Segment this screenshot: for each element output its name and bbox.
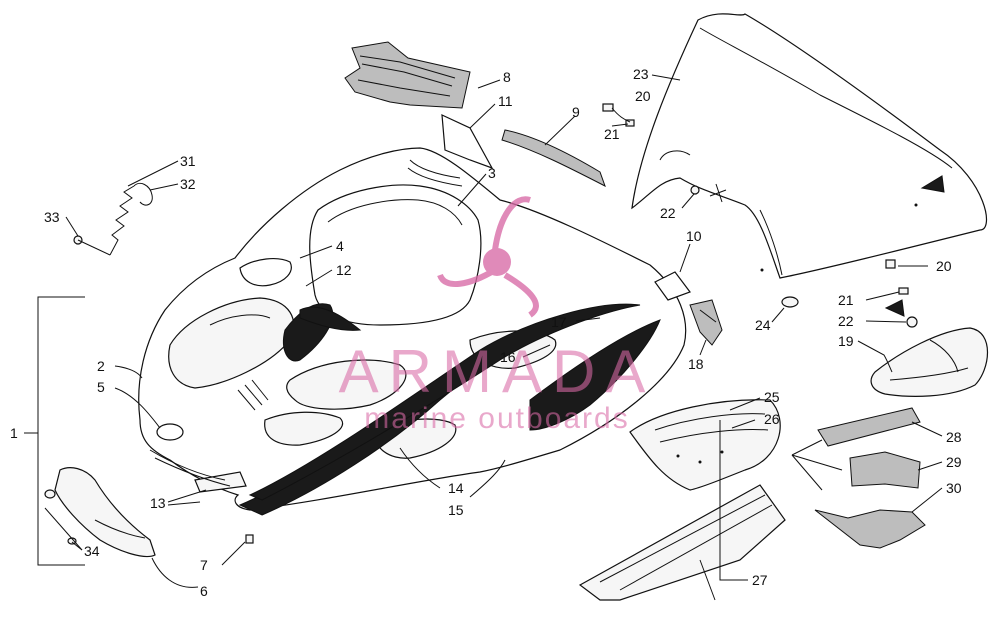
callout-31: 31 <box>180 153 196 169</box>
callout-20-windshield: 20 <box>635 88 651 104</box>
screw <box>245 534 254 544</box>
callout-15: 15 <box>448 502 464 518</box>
callout-13: 13 <box>150 495 166 511</box>
panel-10 <box>654 271 691 301</box>
floor-panel <box>578 484 786 601</box>
spring-assembly <box>73 182 153 256</box>
callout-12: 12 <box>336 262 352 278</box>
callout-10: 10 <box>686 228 702 244</box>
panel-11 <box>441 114 494 170</box>
callout-17: 17 <box>551 314 567 330</box>
hardware-right <box>884 259 918 328</box>
side-cover <box>870 327 989 397</box>
panel-29 <box>849 451 921 489</box>
callout-1: 1 <box>10 425 18 441</box>
callout-32: 32 <box>180 176 196 192</box>
callout-labels: 1 2 3 4 5 6 7 8 9 10 11 12 13 14 15 16 1… <box>10 66 962 599</box>
callout-29: 29 <box>946 454 962 470</box>
watermark-brand: ARMADA <box>339 338 656 405</box>
leader-lines <box>24 74 943 588</box>
callout-14: 14 <box>448 480 464 496</box>
callout-22-windshield: 22 <box>660 205 676 221</box>
callout-4: 4 <box>336 238 344 254</box>
propeller-logo-icon <box>437 196 539 318</box>
callout-19: 19 <box>838 333 854 349</box>
hardware-windshield <box>602 103 727 203</box>
callout-26: 26 <box>764 411 780 427</box>
callout-7: 7 <box>200 557 208 573</box>
callout-8: 8 <box>503 69 511 85</box>
callout-22-side: 22 <box>838 313 854 329</box>
callout-27: 27 <box>752 572 768 588</box>
windshield <box>631 13 988 279</box>
callout-11: 11 <box>498 93 513 109</box>
panel-30 <box>814 509 926 549</box>
tray <box>629 399 781 491</box>
watermark-tagline: marine outboards <box>364 402 629 435</box>
clip-18 <box>689 299 723 346</box>
callout-2: 2 <box>97 358 105 374</box>
watermark: ARMADA marine outboards <box>339 196 656 435</box>
vent-strip <box>501 129 606 188</box>
callout-21-side: 21 <box>838 292 854 308</box>
hood-top-panel <box>344 41 471 109</box>
callout-33: 33 <box>44 209 60 225</box>
hood <box>138 147 687 516</box>
callout-30: 30 <box>946 480 962 496</box>
callout-9: 9 <box>572 104 580 120</box>
callout-3: 3 <box>488 165 496 181</box>
callout-28: 28 <box>946 429 962 445</box>
callout-24: 24 <box>755 317 771 333</box>
callout-20-side: 20 <box>936 258 952 274</box>
callout-21-windshield: 21 <box>604 126 620 142</box>
callout-18: 18 <box>688 356 704 372</box>
front-bumper <box>44 467 156 558</box>
callout-6: 6 <box>200 583 208 599</box>
callout-34: 34 <box>84 543 100 559</box>
callout-5: 5 <box>97 379 105 395</box>
callout-23: 23 <box>633 66 649 82</box>
callout-16: 16 <box>500 349 516 365</box>
pad-28 <box>817 407 921 447</box>
grommet <box>781 296 799 308</box>
callout-25: 25 <box>764 389 780 405</box>
